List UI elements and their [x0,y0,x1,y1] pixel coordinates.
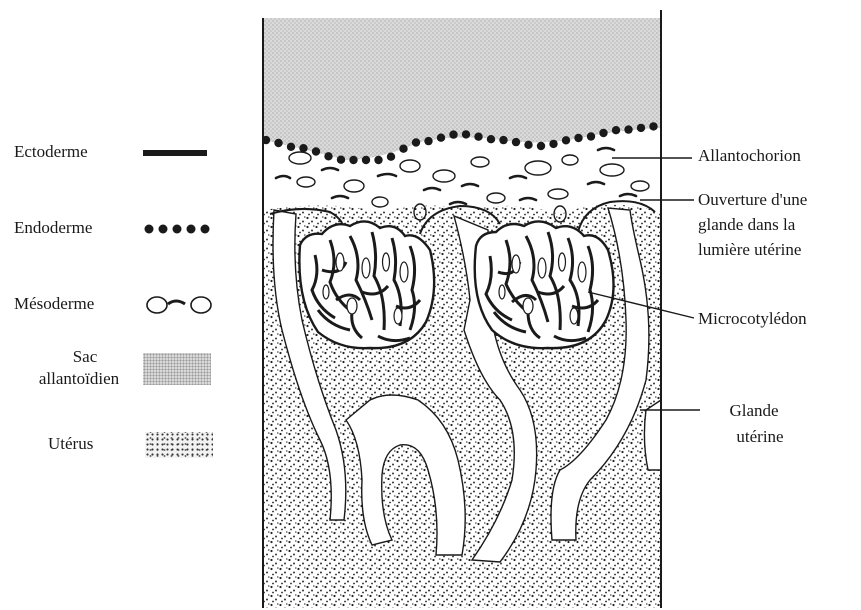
endoderm-dot [537,142,545,150]
endoderm-dot [524,141,532,149]
endoderm-dot [349,156,357,164]
endoderm-dot [599,129,607,137]
endoderm-dot [437,134,445,142]
endoderm-dot [387,153,395,161]
endoderm-dot [612,126,620,134]
endoderm-dot [637,124,645,132]
endoderm-dot [462,130,470,138]
callout-glande-line2: utérine [712,424,808,450]
endoderm-dot [399,145,407,153]
microcotyledon-right [475,221,614,348]
endoderm-dot [487,135,495,143]
endoderm-dot [587,132,595,140]
endoderm-dot [424,137,432,145]
callout-ouverture-line1: Ouverture d'une [698,187,807,213]
endoderm-dot [287,143,295,151]
endoderm-dot [449,130,457,138]
callout-glande-line1: Glande [706,398,802,424]
endoderm-dot [362,156,370,164]
callout-allantochorion: Allantochorion [698,143,801,169]
endoderm-dot [312,147,320,155]
endoderm-dot [324,152,332,160]
callout-microcotyledon: Microcotylédon [698,306,807,332]
endoderm-dot [274,139,282,147]
endoderm-dot [624,125,632,133]
endoderm-dot [549,140,557,148]
endoderm-dot [412,138,420,146]
callout-ouverture-line2: glande dans la [698,212,795,238]
endoderm-dot [649,122,657,130]
endoderm-dot [299,144,307,152]
endoderm-dot [374,156,382,164]
microcotyledon-left [299,221,434,348]
callout-ouverture-line3: lumière utérine [698,237,801,263]
endoderm-dot [512,138,520,146]
endoderm-dot [562,136,570,144]
endoderm-dot [337,156,345,164]
endoderm-dot [499,136,507,144]
endoderm-dot [574,134,582,142]
endoderm-dot [474,133,482,141]
